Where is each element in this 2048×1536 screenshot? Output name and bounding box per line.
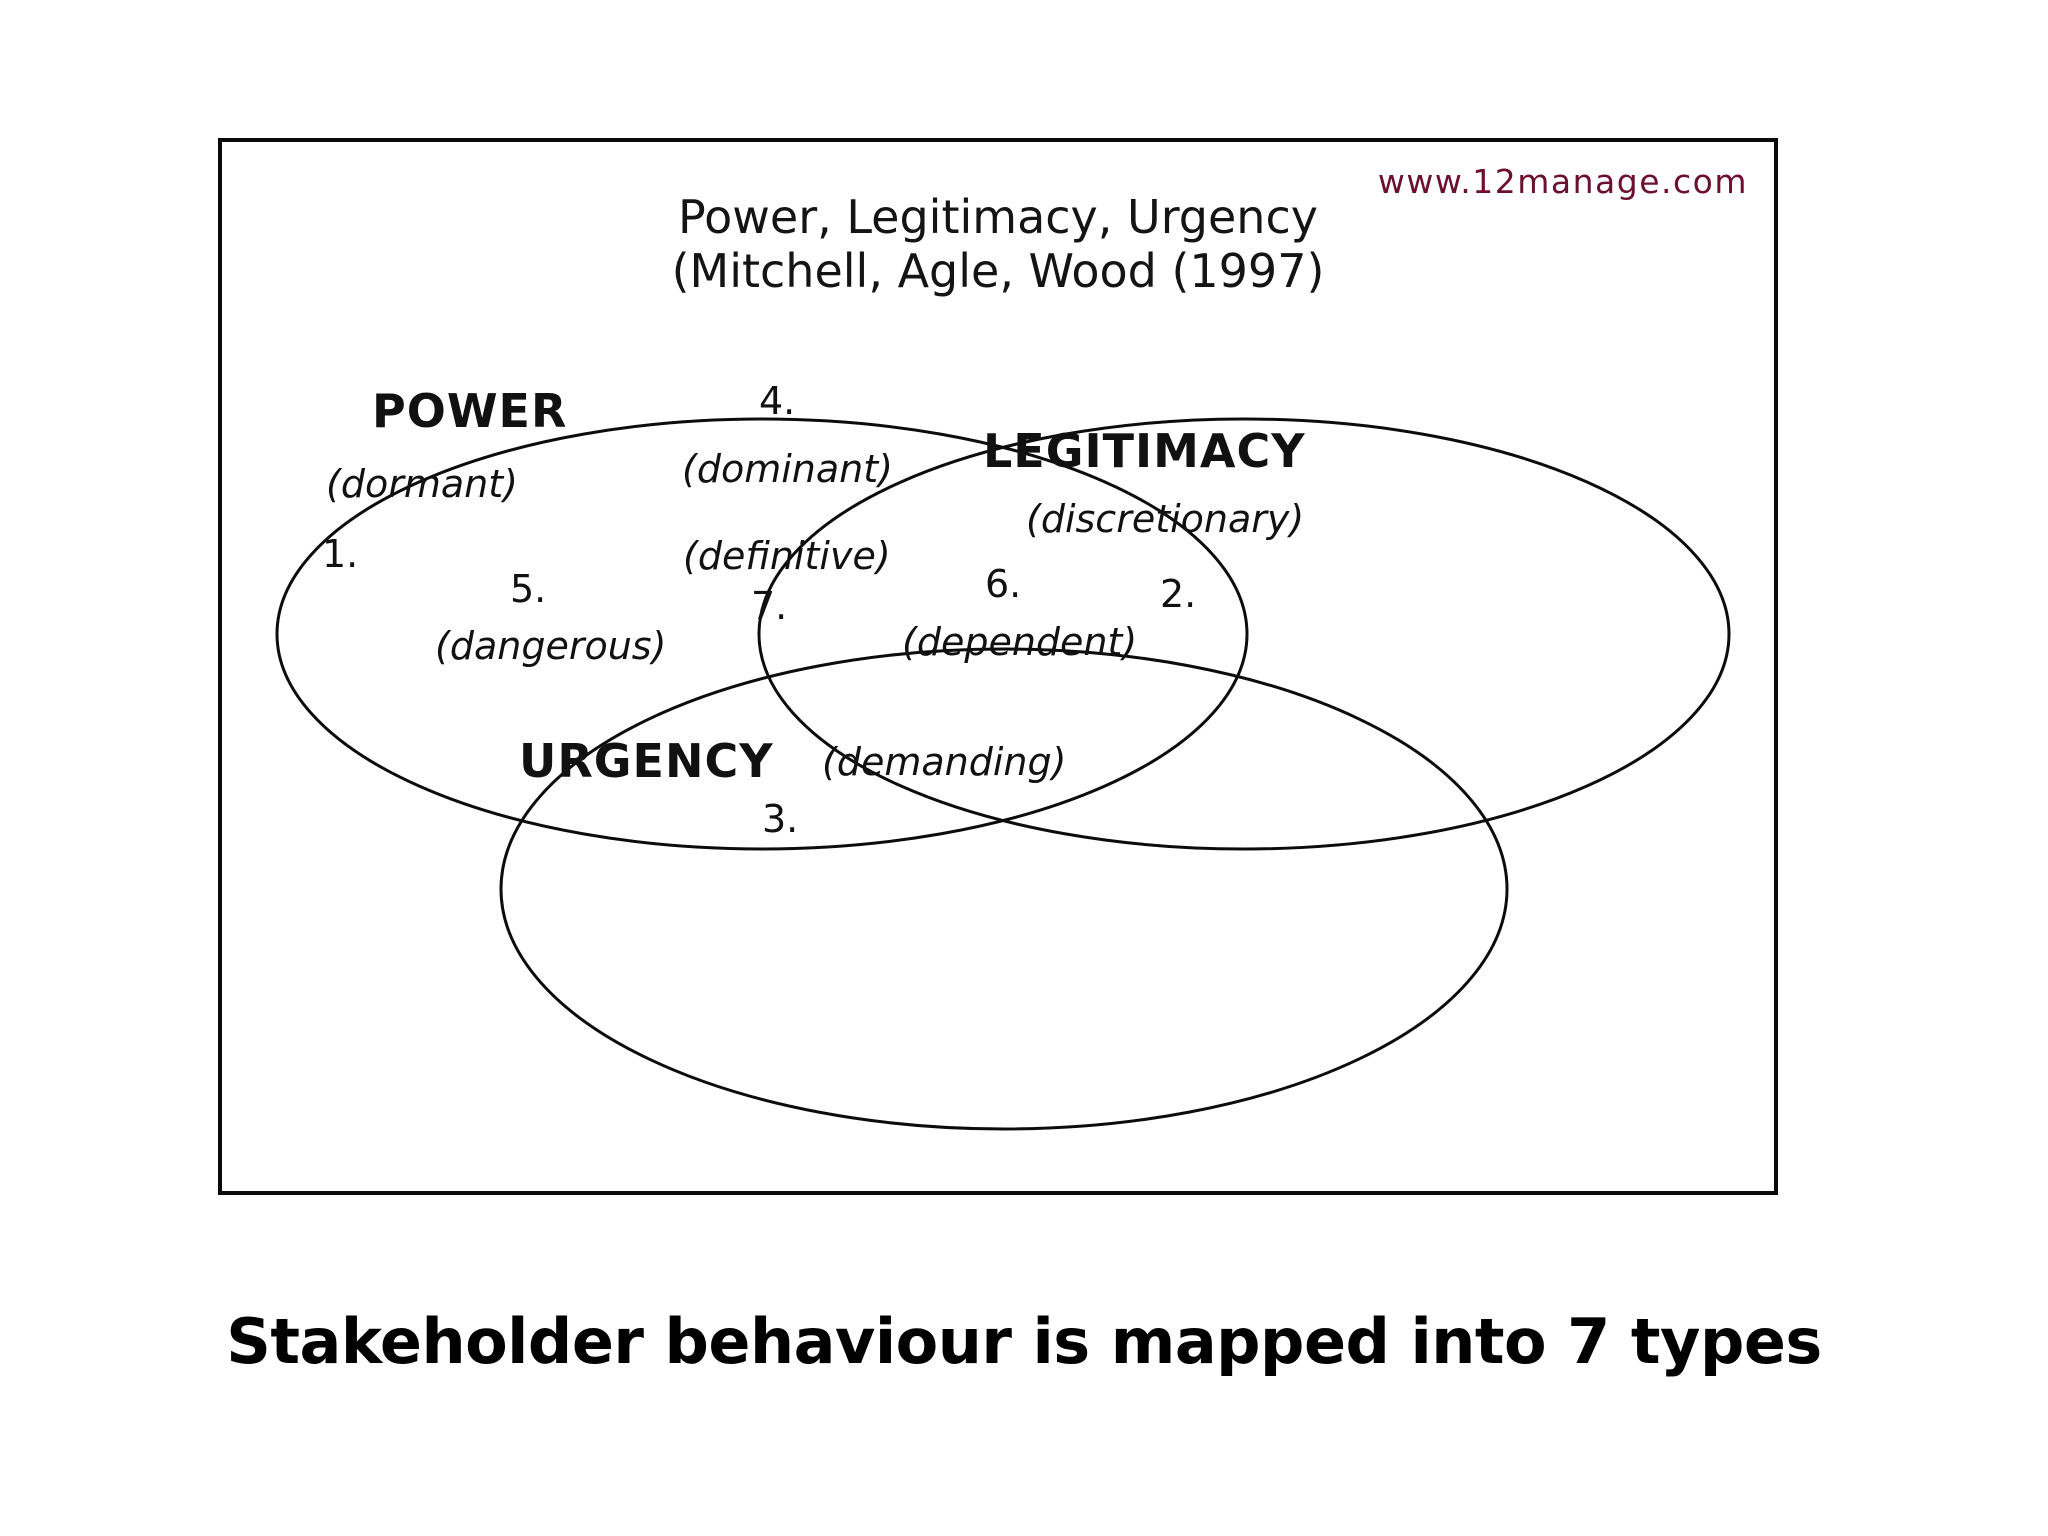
slide-caption: Stakeholder behaviour is mapped into 7 t… [226, 1305, 1822, 1378]
dormant-label: (dormant) [326, 462, 518, 506]
watermark-url: www.12manage.com [1377, 162, 1748, 201]
dangerous-label: (dangerous) [435, 624, 667, 668]
urgency-label: URGENCY [519, 734, 774, 788]
region-number-1: 1. [322, 532, 359, 576]
power-ellipse [275, 417, 1249, 851]
figure-title: Power, Legitimacy, Urgency (Mitchell, Ag… [222, 190, 1774, 299]
region-number-3: 3. [762, 797, 799, 841]
power-label: POWER [372, 384, 568, 438]
definitive-label: (definitive) [683, 534, 891, 578]
venn-diagram [275, 417, 1731, 1131]
dependent-label: (dependent) [902, 620, 1138, 664]
demanding-label: (demanding) [822, 740, 1067, 784]
region-number-5: 5. [510, 567, 547, 611]
figure-title-line-1: Power, Legitimacy, Urgency [678, 190, 1318, 244]
dominant-label: (dominant) [682, 447, 893, 491]
figure-frame: www.12manage.com Power, Legitimacy, Urge… [218, 138, 1778, 1195]
legitimacy-label: LEGITIMACY [983, 424, 1306, 478]
region-number-4: 4. [759, 379, 796, 423]
discretionary-label: (discretionary) [1026, 497, 1305, 541]
figure-title-line-2: (Mitchell, Agle, Wood (1997) [671, 244, 1325, 299]
venn-labels: POWER (dormant) 1. LEGITIMACY (discretio… [222, 142, 1782, 1199]
urgency-ellipse [499, 647, 1509, 1131]
legitimacy-ellipse [757, 417, 1731, 851]
region-number-2: 2. [1160, 572, 1197, 616]
region-number-7: 7. [751, 584, 788, 628]
region-number-6: 6. [985, 562, 1022, 606]
